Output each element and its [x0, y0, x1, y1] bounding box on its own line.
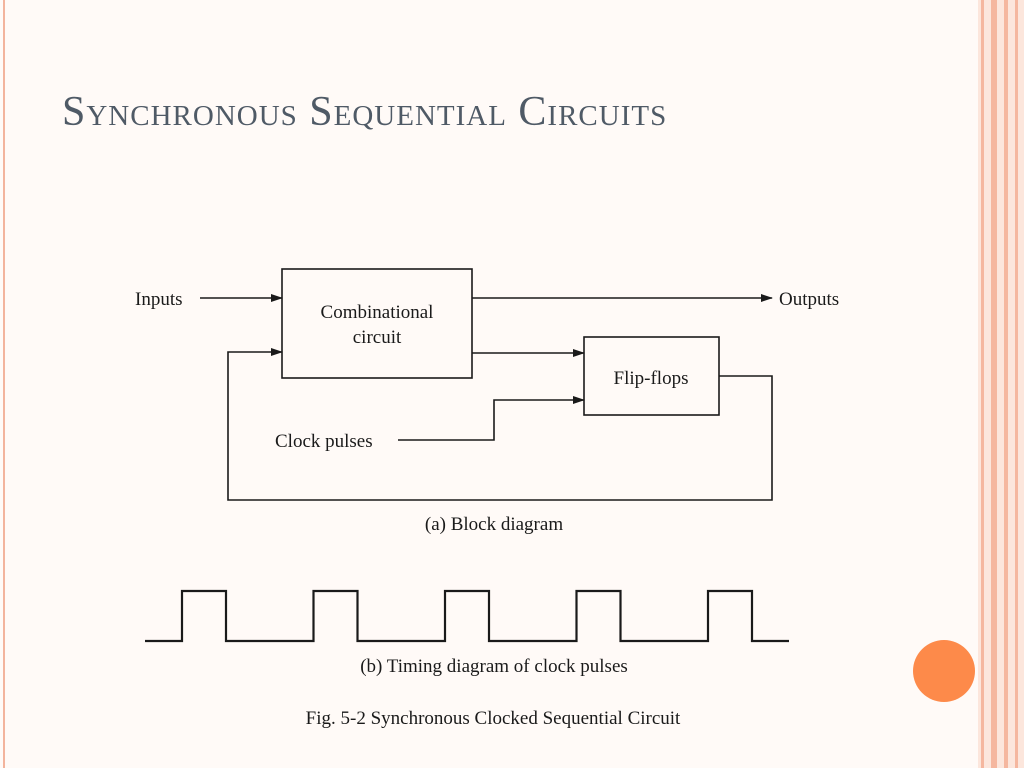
inputs-label: Inputs — [135, 289, 183, 310]
combinational-circuit-box — [281, 268, 473, 379]
clock-arrow — [398, 396, 585, 441]
clock-waveform — [145, 589, 789, 643]
timing-diagram-caption: (b) Timing diagram of clock pulses — [360, 656, 628, 677]
right-border-stripe — [981, 0, 984, 768]
outputs-label: Outputs — [779, 289, 839, 310]
block-diagram-labels: Inputs Outputs Combinational circuit Fli… — [135, 289, 839, 535]
block-diagram-caption: (a) Block diagram — [425, 514, 563, 535]
timing-diagram: (b) Timing diagram of clock pulses — [145, 589, 789, 677]
right-border-stripe — [1004, 0, 1008, 768]
right-border-stripe — [991, 0, 997, 768]
combinational-label-line2: circuit — [353, 327, 402, 348]
flip-flops-label: Flip-flops — [614, 368, 689, 389]
decorative-circle — [913, 640, 975, 702]
block-diagram — [200, 268, 773, 501]
feedback-loop — [227, 348, 773, 501]
slide-title: Synchronous Sequential Circuits — [62, 89, 668, 135]
combinational-label-line1: Combinational — [321, 302, 434, 323]
figure-caption: Fig. 5-2 Synchronous Clocked Sequential … — [306, 708, 681, 729]
right-border-stripe — [1015, 0, 1018, 768]
left-border — [3, 0, 5, 768]
clock-pulses-label: Clock pulses — [275, 431, 373, 452]
